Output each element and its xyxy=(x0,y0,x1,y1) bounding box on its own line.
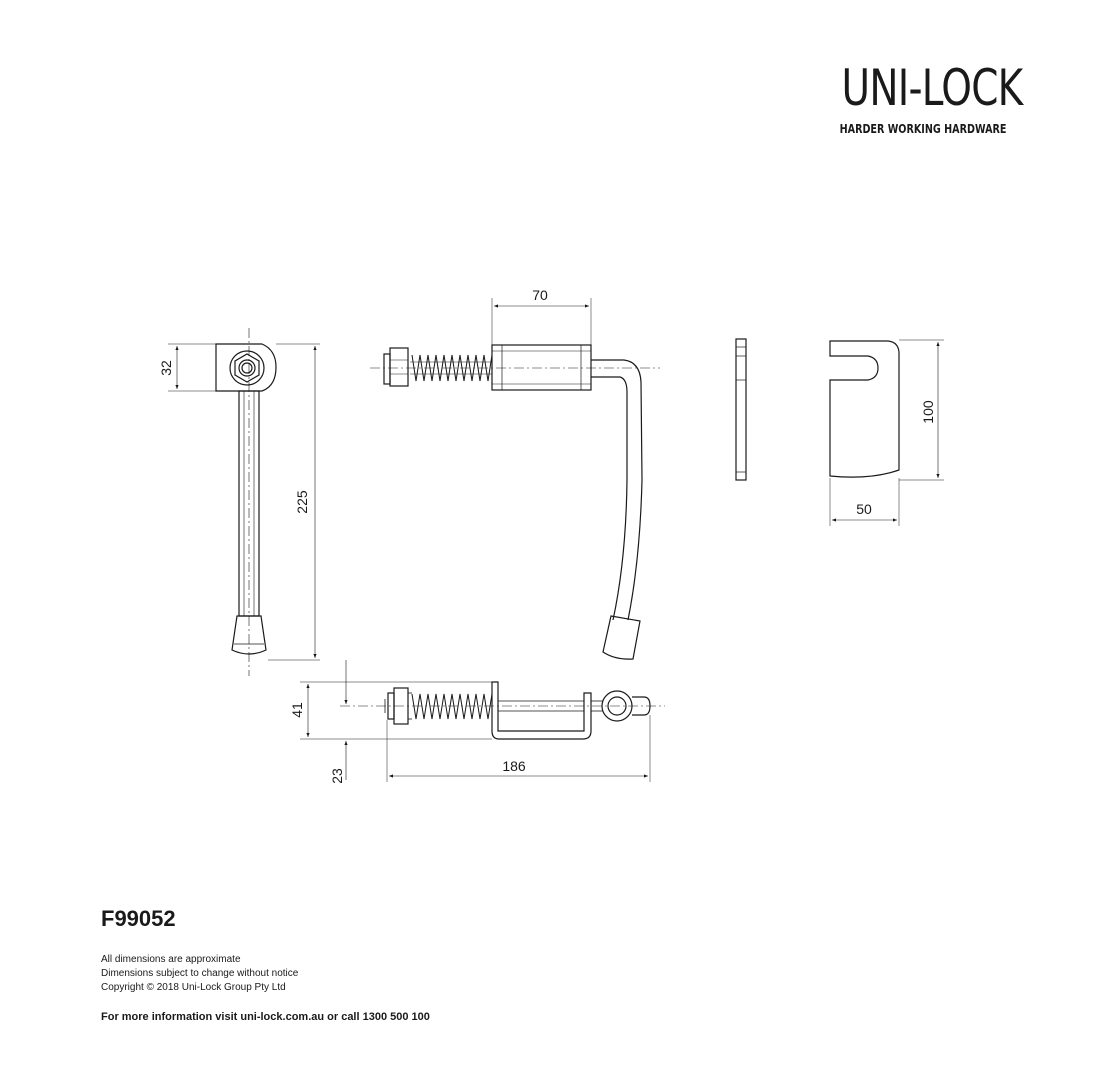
head-block xyxy=(215,343,277,392)
brand-tagline: HARDER WORKING HARDWARE xyxy=(839,122,1007,136)
rubber-grip xyxy=(231,615,267,655)
side-view xyxy=(370,298,660,660)
sleeve xyxy=(491,344,592,391)
hex-nut xyxy=(234,353,260,383)
keyhole-plate xyxy=(829,340,900,478)
end-view xyxy=(168,328,320,676)
spring xyxy=(410,354,493,382)
brand-name: UNI-LOCK xyxy=(841,59,1024,117)
plate-edge-view xyxy=(735,338,747,481)
dim-sleeve-length: 70 xyxy=(532,287,548,303)
product-code: F99052 xyxy=(101,906,176,931)
dim-plate-height: 100 xyxy=(920,400,936,424)
note-approximate: All dimensions are approximate xyxy=(101,954,241,965)
nut-outer xyxy=(229,350,265,386)
dim-top-offset: 41 xyxy=(289,702,305,718)
rubber-grip xyxy=(602,615,641,660)
bent-handle-outer xyxy=(591,359,643,621)
u-bracket xyxy=(491,681,592,740)
note-subject-to-change: Dimensions subject to change without not… xyxy=(101,968,299,979)
spring xyxy=(411,693,493,720)
dim-plate-width: 50 xyxy=(856,501,872,517)
nut xyxy=(389,347,409,387)
note-copyright: Copyright © 2018 Uni-Lock Group Pty Ltd xyxy=(101,982,286,993)
nut xyxy=(393,687,409,725)
bent-handle-inner xyxy=(591,376,628,621)
contact-info: For more information visit uni-lock.com.… xyxy=(101,1011,430,1023)
uni-lock-logo: UNI-LOCK HARDER WORKING HARDWARE xyxy=(820,58,1024,136)
plate-face-view xyxy=(829,339,944,526)
top-view xyxy=(300,660,665,782)
dim-bottom-offset: 23 xyxy=(329,768,345,784)
dim-overall-length: 186 xyxy=(502,758,526,774)
dim-head-height: 32 xyxy=(158,360,174,376)
eye-ring xyxy=(601,690,633,722)
dim-handle-length: 225 xyxy=(294,490,310,514)
